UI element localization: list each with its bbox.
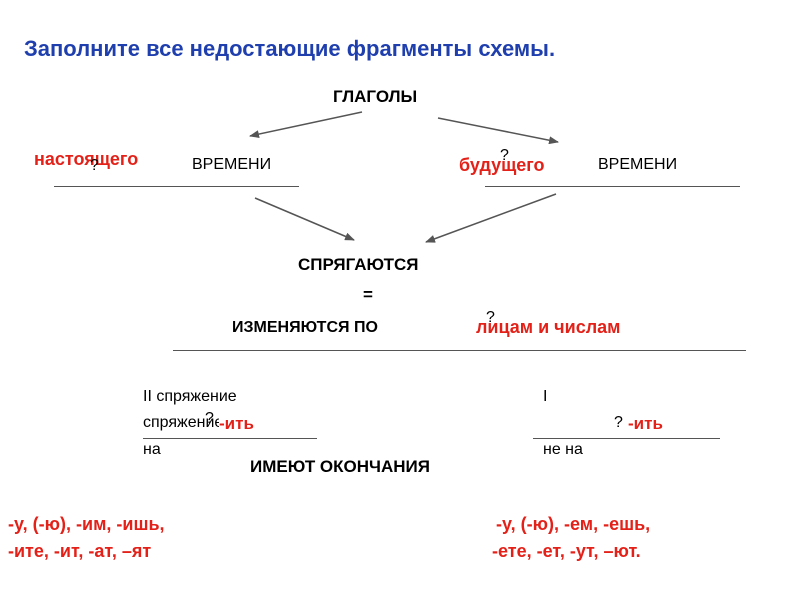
endings-right-line1: -у, (-ю), -ем, -ешь, (496, 514, 651, 534)
conjugate-label: СПРЯГАЮТСЯ (298, 255, 419, 274)
arrow-to-future (437, 117, 559, 145)
first-conj-line1: I (543, 388, 548, 405)
second-conj-line1: II спряжение (143, 388, 237, 405)
arrow-future-to-conjugate (425, 193, 557, 243)
endings-title: ИМЕЮТ ОКОНЧАНИЯ (250, 457, 430, 476)
endings-right-line2: -ете, -ет, -ут, –ют. (492, 541, 641, 561)
present-word: ВРЕМЕНИ (192, 156, 272, 173)
equals-sign: = (363, 285, 373, 304)
future-answer: будущего (459, 155, 545, 175)
change-question-mark: ? (486, 309, 495, 326)
present-question-mark: ? (90, 157, 99, 174)
present-underline (54, 186, 299, 187)
first-conj-line3: не на (543, 441, 583, 458)
future-word: ВРЕМЕНИ (598, 156, 678, 173)
future-question-mark: ? (500, 147, 509, 164)
second-conj-underline (143, 438, 317, 439)
second-conj-line2: спряжение (143, 414, 224, 431)
first-conj-question-mark: ? (614, 414, 623, 431)
change-answer: лицам и числам (476, 317, 621, 337)
second-conj-line3: на (143, 441, 161, 458)
endings-left-line2: -ите, -ит, -ат, –ят (8, 541, 152, 561)
root-label: ГЛАГОЛЫ (333, 87, 418, 106)
first-conj-answer: -ить (628, 414, 663, 433)
endings-left-line1: -у, (-ю), -им, -ишь, (8, 514, 165, 534)
page-title: Заполните все недостающие фрагменты схем… (24, 36, 556, 61)
change-by-label: ИЗМЕНЯЮТСЯ ПО (232, 319, 378, 336)
second-conj-answer: -ить (219, 414, 254, 433)
change-underline (173, 350, 746, 351)
second-conj-question-mark: ? (205, 410, 214, 427)
present-answer: настоящего (34, 149, 139, 169)
arrow-to-present (249, 111, 363, 139)
arrow-present-to-conjugate (254, 197, 355, 241)
first-conj-underline (533, 438, 720, 439)
future-underline (485, 186, 740, 187)
